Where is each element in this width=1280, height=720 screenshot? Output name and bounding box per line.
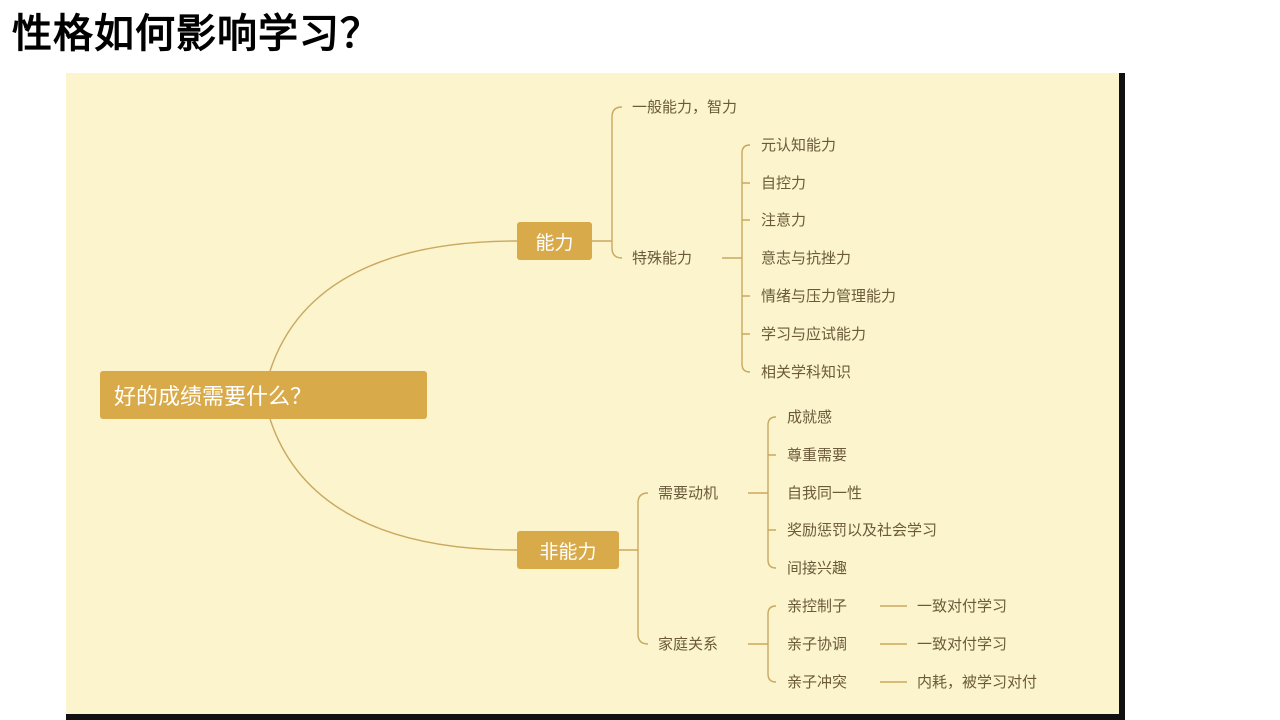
general-ability-label: 一般能力，智力 bbox=[630, 97, 740, 117]
ability-node: 能力 bbox=[517, 222, 592, 260]
bracket-nonability bbox=[619, 492, 649, 645]
special-item: 学习与应试能力 bbox=[759, 324, 869, 344]
special-ability-label: 特殊能力 bbox=[630, 248, 695, 268]
panel-shadow-right bbox=[1119, 73, 1125, 720]
family-item-label: 亲子冲突 bbox=[785, 672, 850, 692]
bracket-family bbox=[748, 605, 777, 683]
family-item-label: 亲子协调 bbox=[785, 634, 850, 654]
special-item: 相关学科知识 bbox=[759, 362, 854, 382]
family-label: 家庭关系 bbox=[656, 634, 721, 654]
family-item-effect: 一致对付学习 bbox=[915, 634, 1010, 654]
connector-root-nonability bbox=[269, 418, 518, 551]
bracket-ability bbox=[592, 106, 623, 259]
motivation-label: 需要动机 bbox=[656, 483, 721, 503]
motivation-item: 间接兴趣 bbox=[785, 558, 850, 578]
root-node: 好的成绩需要什么？ bbox=[100, 371, 427, 419]
connector-root-ability bbox=[269, 240, 518, 372]
motivation-item: 尊重需要 bbox=[785, 445, 850, 465]
motivation-item: 奖励惩罚以及社会学习 bbox=[785, 520, 940, 540]
special-item: 自控力 bbox=[759, 173, 809, 193]
motivation-item: 自我同一性 bbox=[785, 483, 865, 503]
bracket-motivation bbox=[748, 416, 777, 569]
motivation-item: 成就感 bbox=[785, 407, 835, 427]
page-title: 性格如何影响学习？ bbox=[12, 10, 381, 57]
special-item: 情绪与压力管理能力 bbox=[759, 286, 899, 306]
family-item-effect: 一致对付学习 bbox=[915, 596, 1010, 616]
special-item: 注意力 bbox=[759, 210, 809, 230]
family-item-label: 亲控制子 bbox=[785, 596, 850, 616]
special-item: 意志与抗挫力 bbox=[759, 248, 854, 268]
panel-shadow-bottom bbox=[66, 714, 1125, 720]
special-item: 元认知能力 bbox=[759, 135, 839, 155]
family-item-effect: 内耗，被学习对付 bbox=[915, 672, 1040, 692]
non-ability-node: 非能力 bbox=[517, 531, 619, 569]
bracket-special bbox=[722, 144, 751, 373]
